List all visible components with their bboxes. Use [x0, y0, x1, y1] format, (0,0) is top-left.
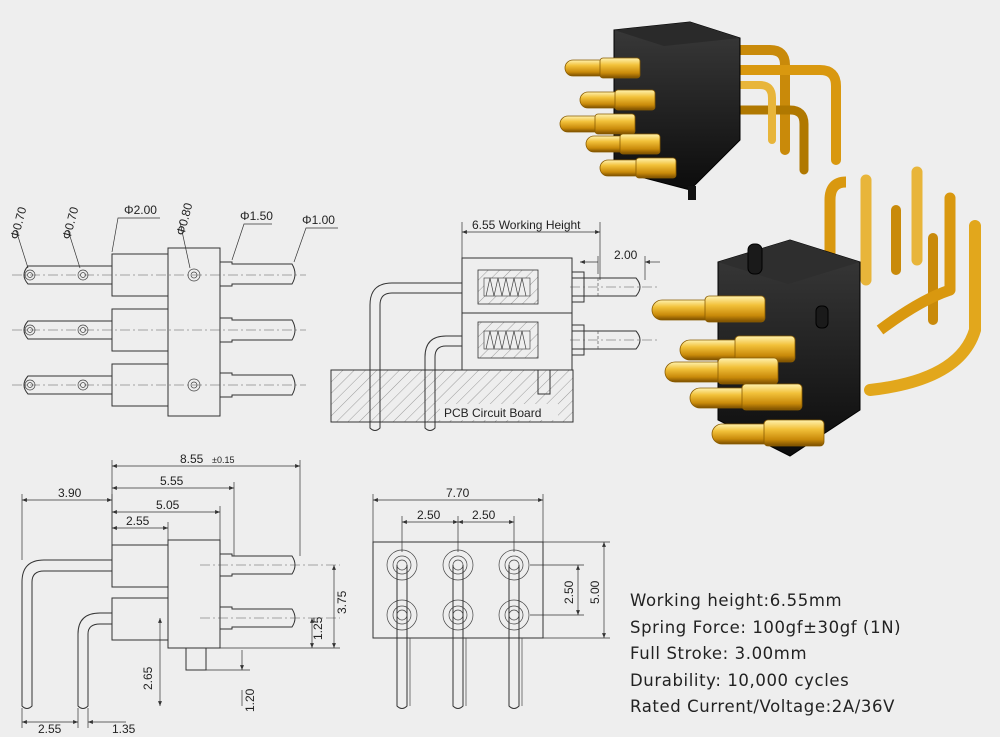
spring-bottom: [485, 330, 527, 350]
dim-250-a: 2.50: [417, 508, 441, 522]
dim-250-vertical: 2.50: [562, 580, 576, 604]
section-plunger-top: [572, 277, 641, 297]
dim-375: 3.75: [335, 590, 349, 614]
spec-full-stroke: Full Stroke: 3.00mm: [630, 644, 808, 663]
spec-durability: Durability: 10,000 cycles: [630, 670, 850, 690]
dim-phi-150: Φ1.50: [240, 209, 273, 223]
dim-500: 5.00: [588, 580, 602, 604]
side-tail-top: [21, 559, 112, 709]
bottom-tails: [396, 565, 523, 709]
working-height-label: 6.55 Working Height: [472, 218, 581, 232]
section-plunger-bottom: [572, 330, 641, 350]
dim-265: 2.65: [141, 666, 155, 690]
section-tail-bottom: [424, 335, 462, 431]
side-view-drawing: 8.55 ±0.15 3.90 5.55 5.05 2.55 3.75 1.25…: [21, 452, 349, 736]
top-tail-1: [23, 265, 112, 285]
dim-120: 1.20: [243, 688, 257, 712]
dim-phi-070-b: Φ0.70: [59, 205, 81, 241]
side-tail-bottom: [77, 612, 112, 709]
dim-135: 1.35: [112, 722, 136, 736]
side-locating-post: [185, 647, 207, 671]
section-view-drawing: PCB Circuit Board 6.55 Working Height: [330, 218, 660, 431]
dim-255: 2.55: [126, 514, 150, 528]
section-tail-top: [369, 282, 462, 431]
dim-390: 3.90: [58, 486, 82, 500]
specifications-list: Working height:6.55mm Spring Force: 100g…: [630, 588, 901, 721]
dim-phi-080: Φ0.80: [173, 201, 195, 237]
side-barrel-top: [111, 544, 169, 588]
bottom-pin-holes: [386, 549, 530, 631]
bottom-view-drawing: 7.70 2.50 2.50 2.50 5.00: [372, 486, 610, 709]
spring-top: [485, 277, 527, 297]
dim-255-bottom: 2.55: [38, 722, 62, 736]
product-render-top: [559, 21, 841, 200]
dim-855: 8.55: [180, 452, 204, 466]
pcb-label: PCB Circuit Board: [444, 406, 541, 420]
top-tail-2: [23, 320, 112, 340]
dim-505: 5.05: [156, 498, 180, 512]
dim-phi-200: Φ2.00: [124, 203, 157, 217]
dim-phi-070-a: Φ0.70: [7, 205, 29, 241]
spec-spring-force: Spring Force: 100gf±30gf (1N): [630, 617, 902, 637]
top-plunger-1: [220, 261, 296, 287]
section-housing: [461, 257, 573, 371]
side-housing: [167, 539, 221, 649]
top-view-drawing: Φ0.70 Φ0.70 Φ2.00 Φ0.80 Φ1.50 Φ1.00: [7, 201, 338, 417]
spec-rated-current-voltage: Rated Current/Voltage:2A/36V: [630, 697, 895, 716]
side-barrel-bottom: [111, 597, 169, 641]
dim-250-b: 2.50: [472, 508, 496, 522]
product-render-bottom: [651, 166, 981, 457]
dim-stroke-200: 2.00: [614, 248, 638, 262]
spec-working-height: Working height:6.55mm: [630, 591, 843, 610]
dim-770: 7.70: [446, 486, 470, 500]
dim-855-tolerance: ±0.15: [212, 455, 234, 465]
dim-125: 1.25: [311, 616, 325, 640]
dim-phi-100: Φ1.00: [302, 213, 335, 227]
dim-555: 5.55: [160, 474, 184, 488]
top-tail-3: [23, 375, 112, 395]
